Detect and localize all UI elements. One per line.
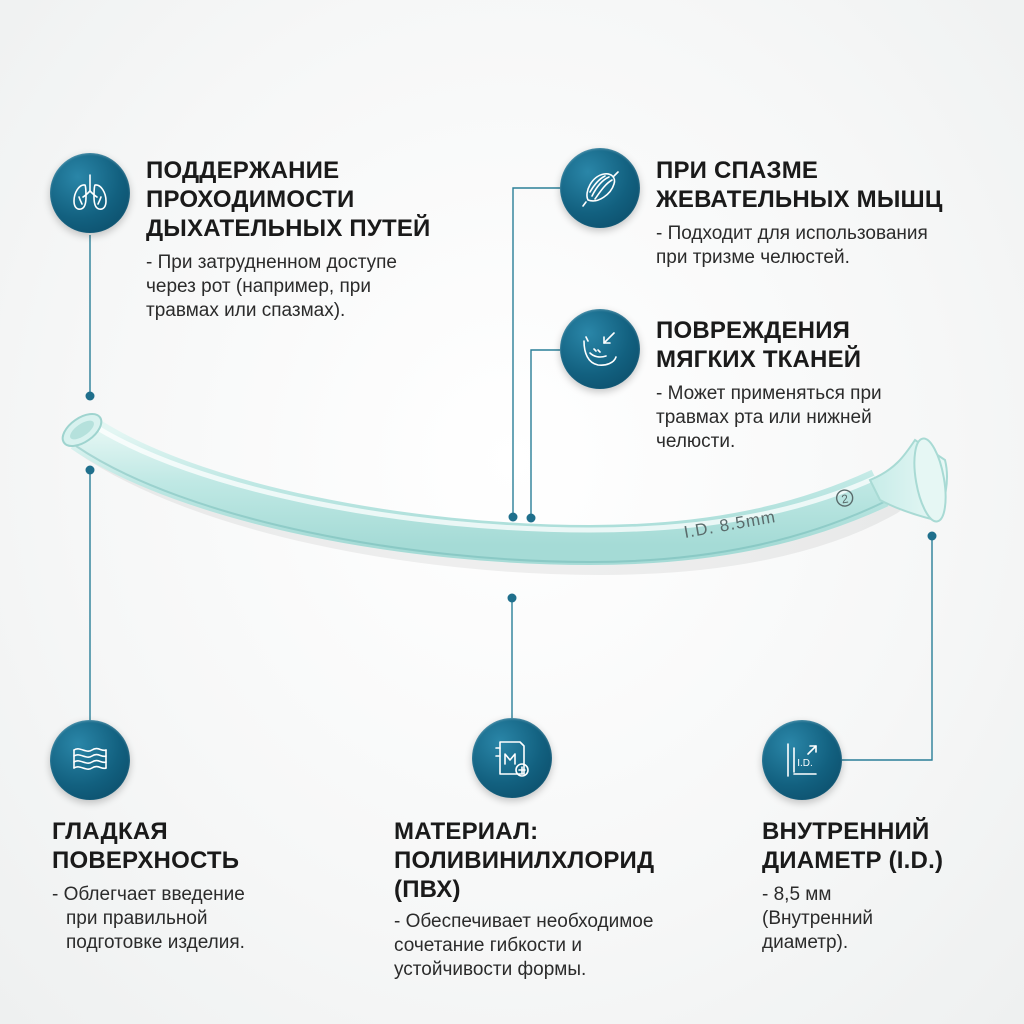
tube-size-mark: 2 xyxy=(840,491,849,506)
callout-spasm: ПРИ СПАЗМЕ ЖЕВАТЕЛЬНЫХ МЫШЦ - Подходит д… xyxy=(656,156,943,270)
muscle-icon xyxy=(582,171,619,207)
callout-injury-title: ПОВРЕЖДЕНИЯ МЯГКИХ ТКАНЕЙ xyxy=(656,317,862,373)
callout-injury-description: - Может применяться при травмах рта или … xyxy=(656,383,882,452)
callout-material: МАТЕРИАЛ: ПОЛИВИНИЛХЛОРИД (ПВХ) - Обеспе… xyxy=(394,817,654,982)
diameter-icon: I.D. xyxy=(787,743,817,777)
material-icon xyxy=(495,741,529,777)
lungs-icon-badge xyxy=(50,153,130,233)
callout-spasm-description: - Подходит для использования при тризме … xyxy=(656,223,928,268)
connector-dot-smooth xyxy=(85,465,95,475)
connector-dot-diameter xyxy=(927,531,937,541)
callout-spasm-title: ПРИ СПАЗМЕ ЖЕВАТЕЛЬНЫХ МЫШЦ xyxy=(656,157,943,213)
diameter-icon-text: I.D. xyxy=(797,758,813,769)
callout-smooth-description: - Облегчает введение при правильной подг… xyxy=(52,884,245,953)
connector-dot-material xyxy=(507,593,517,603)
muscle-icon-badge xyxy=(560,148,640,228)
callout-material-description: - Обеспечивает необходимое сочетание гиб… xyxy=(394,911,654,980)
connector-dot-injury xyxy=(526,513,536,523)
callout-airway-description: - При затрудненном доступе через рот (на… xyxy=(146,252,397,321)
callout-smooth-title: ГЛАДКАЯ ПОВЕРХНОСТЬ xyxy=(52,818,240,874)
connector-dot-airway xyxy=(85,391,95,401)
material-icon-badge xyxy=(472,718,552,798)
jaw-icon xyxy=(583,332,617,366)
callout-material-title: МАТЕРИАЛ: ПОЛИВИНИЛХЛОРИД (ПВХ) xyxy=(394,818,655,903)
jaw-icon-badge xyxy=(560,309,640,389)
connector-dot-spasm xyxy=(508,512,518,522)
callout-smooth: ГЛАДКАЯ ПОВЕРХНОСТЬ - Облегчает введение… xyxy=(52,817,245,955)
lungs-icon xyxy=(73,174,107,210)
callout-diameter-description: - 8,5 мм (Внутренний диаметр). xyxy=(762,884,874,953)
callout-diameter: ВНУТРЕННИЙ ДИАМЕТР (I.D.) - 8,5 мм (Внут… xyxy=(762,817,943,955)
callout-injury: ПОВРЕЖДЕНИЯ МЯГКИХ ТКАНЕЙ - Может примен… xyxy=(656,316,882,454)
callout-airway-title: ПОДДЕРЖАНИЕ ПРОХОДИМОСТИ ДЫХАТЕЛЬНЫХ ПУТ… xyxy=(146,157,431,242)
layers-icon-badge xyxy=(50,720,130,800)
callout-diameter-title: ВНУТРЕННИЙ ДИАМЕТР (I.D.) xyxy=(762,818,944,874)
callout-airway: ПОДДЕРЖАНИЕ ПРОХОДИМОСТИ ДЫХАТЕЛЬНЫХ ПУТ… xyxy=(146,156,431,323)
diameter-icon-badge: I.D. xyxy=(762,720,842,800)
layers-icon xyxy=(73,747,107,770)
